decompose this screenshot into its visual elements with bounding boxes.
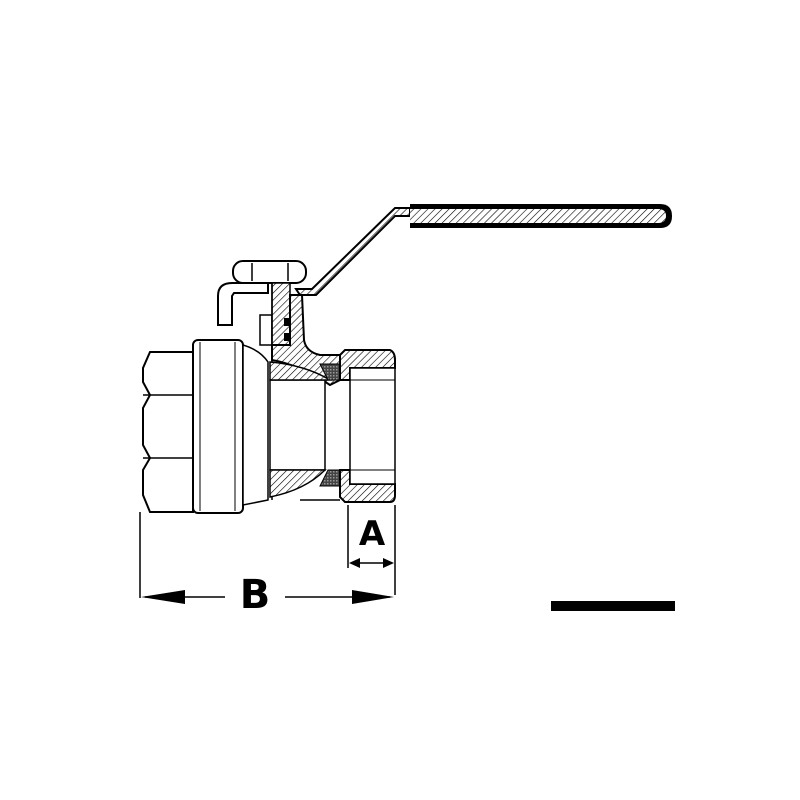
dimension-a-label: A: [359, 514, 386, 554]
arrow-right-icon: [383, 558, 394, 568]
ball-bore: [269, 361, 341, 498]
dimension-b-label: B: [240, 572, 271, 618]
lever-handle: [294, 204, 672, 296]
dimension-b: B: [139, 512, 394, 618]
dimension-a: A: [347, 505, 396, 595]
arrow-right-icon: [352, 590, 394, 604]
arrow-left-icon: [141, 590, 185, 604]
scale-bar: [551, 601, 675, 611]
right-body-end: [300, 349, 396, 503]
stem-stop: [217, 282, 273, 346]
left-hex-nut: [142, 351, 194, 513]
left-body: [192, 339, 269, 514]
body-neck: [271, 294, 341, 387]
stem-nut: [232, 260, 307, 284]
arrow-left-icon: [349, 558, 360, 568]
